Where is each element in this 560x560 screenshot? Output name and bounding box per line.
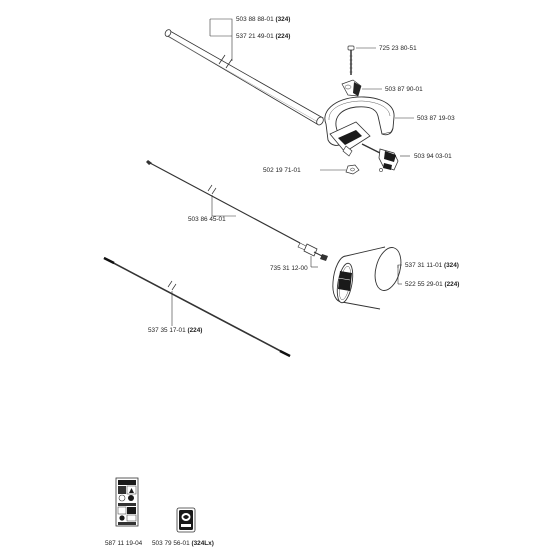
label-bolt: 725 23 80-51 [379,45,417,52]
label-nut: 502 19 71-01 [263,167,301,174]
cable-leaders [211,195,236,217]
label-cable: 503 86 45-01 [188,216,226,223]
handle-part[interactable] [324,96,395,157]
label-cable-nipple: 735 31 12-00 [270,265,308,272]
decal-sheet-part[interactable] [115,477,139,527]
bracket-part[interactable] [361,143,399,172]
clamp-part[interactable] [341,79,362,97]
nut-part[interactable] [345,164,360,175]
bolt-part[interactable] [347,45,355,75]
label-tube-1: 503 88 88-01 (324) [236,16,290,23]
guard-leaders [397,264,402,285]
label-guard-2: 522 55 29-01 (224) [405,281,459,288]
label-bracket: 503 94 03-01 [414,153,452,160]
tube-part[interactable] [164,29,325,127]
nipple-leaders [310,256,318,268]
label-shaft: 537 35 17-01 (224) [148,327,202,334]
label-handle: 503 87 19-03 [417,115,455,122]
label-decal-sheet: 587 11 19-04 [105,540,143,547]
label-decal: 503 79 56-01 (324Lx) [152,540,214,547]
cable-part[interactable] [146,160,328,261]
label-tube-2: 537 21 49-01 (224) [236,33,290,40]
shaft-part[interactable] [103,256,291,358]
decal-part[interactable] [176,507,196,533]
tube-leaders [209,18,233,61]
guard-part[interactable] [332,245,405,310]
label-guard-1: 537 31 11-01 (324) [405,262,459,269]
label-clamp: 503 87 90-01 [385,86,423,93]
